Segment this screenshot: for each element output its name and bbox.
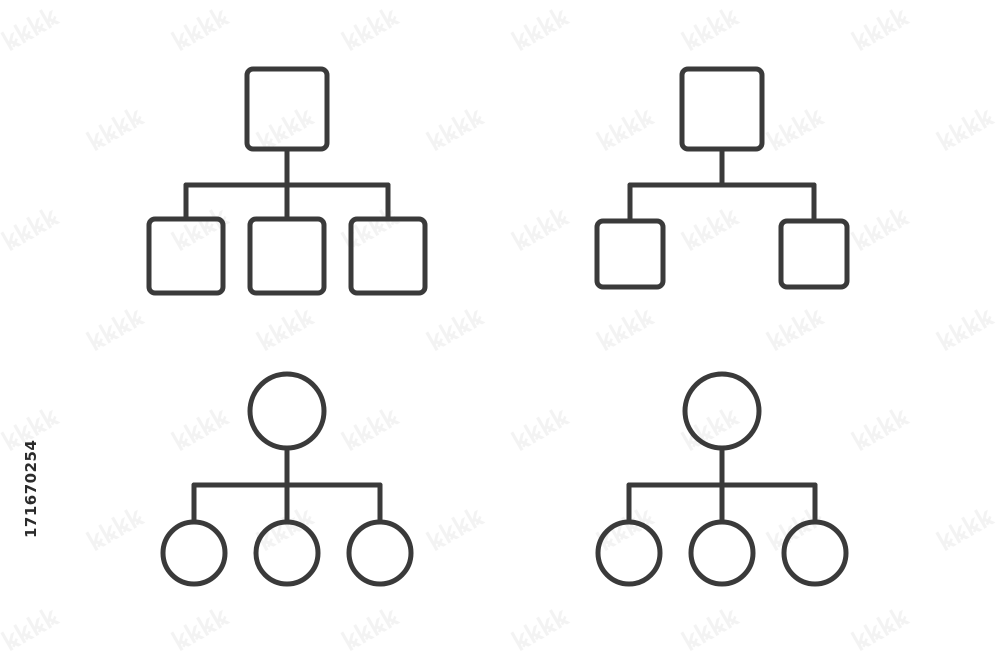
stock-id: 171670254 [22, 439, 40, 538]
child-node-1 [594, 218, 666, 290]
org-chart-circle-three-children-icon [160, 371, 414, 587]
root-node [682, 371, 762, 451]
child-node-3 [781, 519, 849, 587]
root-node [244, 66, 330, 152]
child-node-1 [160, 519, 228, 587]
child-node-2 [253, 519, 321, 587]
org-chart-square-two-children-icon [594, 66, 850, 290]
org-chart-circle-three-children-alt-icon [595, 371, 849, 587]
child-node-1 [146, 216, 226, 296]
child-node-1 [595, 519, 663, 587]
child-node-2 [247, 216, 327, 296]
org-chart-square-three-children-icon [146, 66, 428, 296]
child-node-3 [348, 216, 428, 296]
child-node-2 [688, 519, 756, 587]
child-node-2 [778, 218, 850, 290]
root-node [679, 66, 765, 152]
root-node [247, 371, 327, 451]
child-node-3 [346, 519, 414, 587]
